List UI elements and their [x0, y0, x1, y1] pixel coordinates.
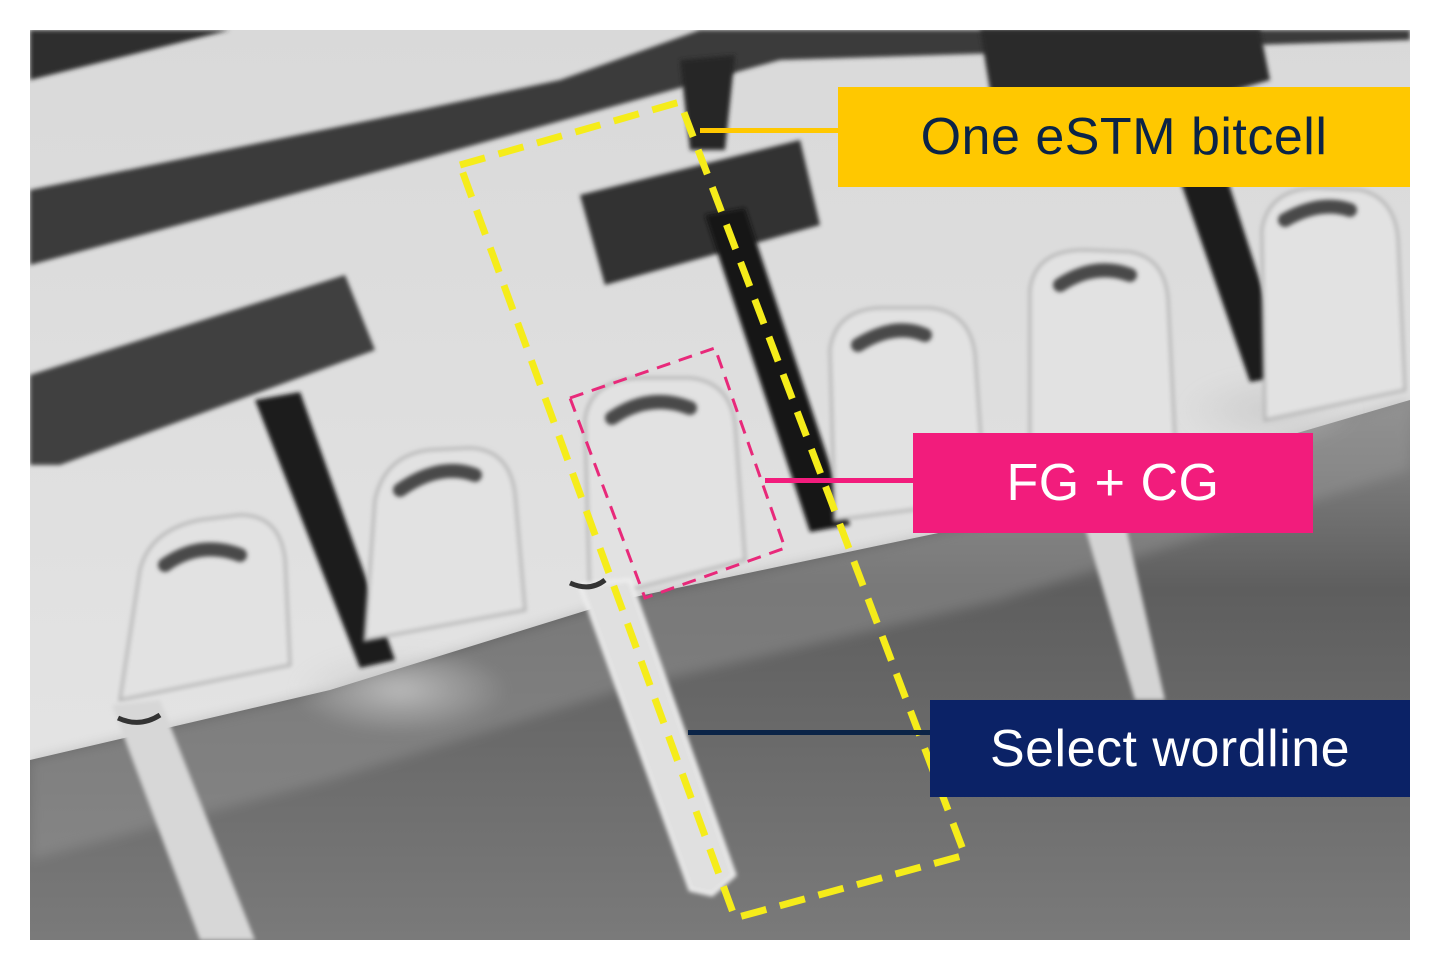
bitcell-leader-line [700, 128, 840, 133]
wordline-leader-line [688, 730, 932, 735]
fg-cg-label: FG + CG [1006, 454, 1220, 512]
bitcell-callout: One eSTM bitcell [838, 87, 1410, 187]
select-wordline-callout: Select wordline [930, 700, 1410, 797]
bitcell-outline [455, 97, 970, 923]
fg-cg-outline [568, 346, 787, 600]
select-wordline-label: Select wordline [989, 719, 1351, 778]
fg-cg-leader-line [765, 478, 915, 483]
bitcell-label: One eSTM bitcell [920, 108, 1328, 166]
fg-cg-callout: FG + CG [913, 433, 1313, 533]
